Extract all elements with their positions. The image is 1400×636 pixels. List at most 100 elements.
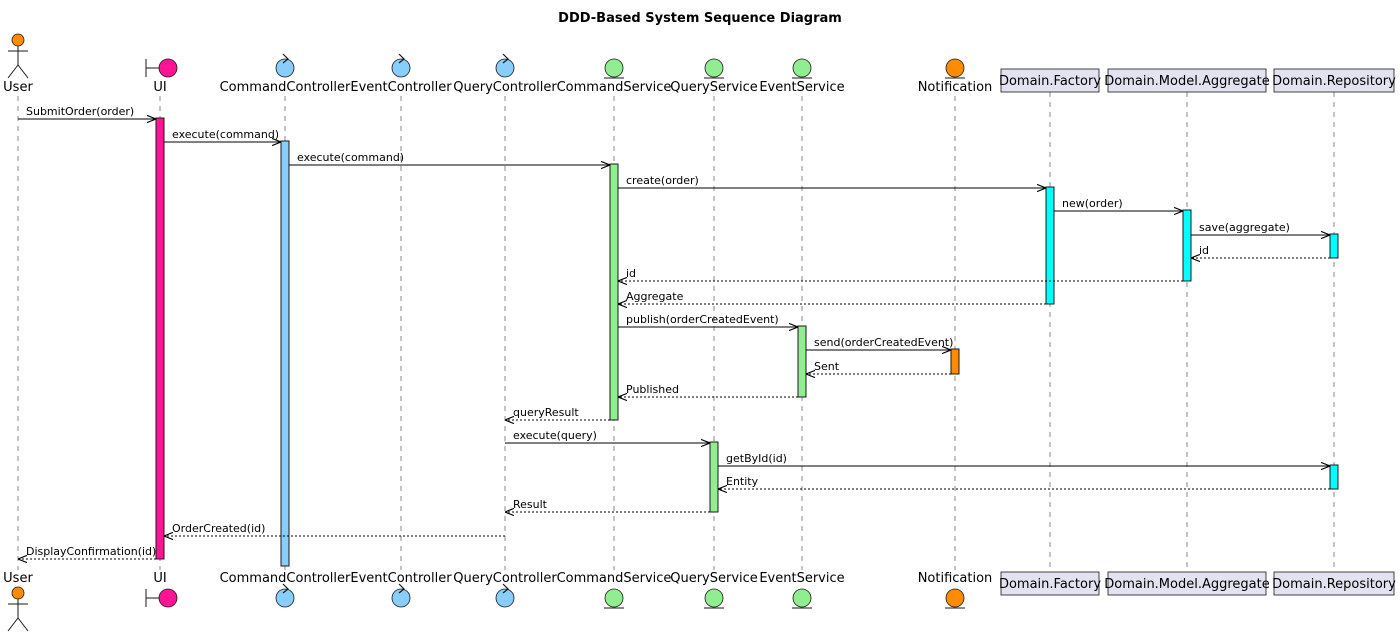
- message-20: DisplayConfirmation(id): [18, 545, 156, 559]
- message-label: SubmitOrder(order): [26, 105, 134, 118]
- participant-box: [1273, 571, 1395, 596]
- participant-label: QueryController: [453, 80, 557, 95]
- participant-box: [1000, 571, 1100, 596]
- message-15: execute(query): [505, 429, 710, 443]
- participant-evtctl: EventController: [350, 571, 452, 608]
- participant-label: CommandController: [220, 571, 351, 586]
- participant-label: Notification: [918, 80, 993, 95]
- participant-label: Domain.Repository: [1272, 577, 1396, 592]
- message-9: Aggregate: [618, 290, 1046, 304]
- participant-ui: UI: [145, 571, 178, 608]
- participant-qryctl: QueryController: [453, 571, 557, 608]
- participant-repo: Domain.Repository: [1272, 571, 1396, 596]
- participant-qrysvc: QueryService: [670, 571, 758, 609]
- entity-icon: [945, 58, 965, 79]
- message-1: SubmitOrder(order): [18, 105, 156, 119]
- message-label: create(order): [626, 174, 699, 187]
- control-icon: [391, 583, 411, 608]
- message-label: Entity: [726, 475, 759, 488]
- participant-aggregate: Domain.Model.Aggregate: [1104, 571, 1270, 596]
- message-label: id: [1199, 244, 1209, 257]
- participant-label: EventService: [759, 80, 844, 95]
- participant-label: EventService: [759, 571, 844, 586]
- participant-notif: Notification: [918, 571, 992, 609]
- control-icon: [275, 583, 295, 608]
- participant-label: User: [3, 80, 33, 95]
- message-label: getById(id): [726, 452, 787, 465]
- participant-user: User: [3, 571, 33, 632]
- message-label: Published: [626, 383, 679, 396]
- participant-qrysvc: QueryService: [670, 58, 758, 95]
- message-16: getById(id): [718, 452, 1330, 466]
- message-5: new(order): [1054, 197, 1183, 211]
- actor-icon: [7, 33, 29, 79]
- participant-label: CommandController: [220, 80, 351, 95]
- messages-layer: SubmitOrder(order) execute(command) execut…: [18, 105, 1330, 559]
- message-label: queryResult: [513, 406, 579, 419]
- control-icon: [275, 53, 295, 78]
- participant-factory: Domain.Factory: [999, 571, 1101, 596]
- participant-repo: Domain.Repository: [1272, 68, 1396, 93]
- message-label: save(aggregate): [1199, 221, 1290, 234]
- participant-cmdctl: CommandController: [220, 571, 351, 608]
- message-label: execute(command): [172, 128, 279, 141]
- participant-factory: Domain.Factory: [999, 68, 1101, 93]
- entity-icon: [792, 588, 812, 609]
- message-13: Published: [618, 383, 798, 397]
- participant-cmdsvc: CommandService: [557, 58, 672, 95]
- participant-label: UI: [153, 80, 166, 95]
- message-label: publish(orderCreatedEvent): [626, 313, 779, 326]
- participant-label: Domain.Model.Aggregate: [1104, 74, 1270, 89]
- participant-box: [1000, 68, 1100, 93]
- control-icon: [495, 583, 515, 608]
- entity-icon: [945, 588, 965, 609]
- activation-cmdctl: [280, 140, 290, 567]
- activation-cmdsvc: [609, 163, 619, 421]
- participant-ui: UI: [145, 58, 178, 95]
- actor-icon: [7, 586, 29, 632]
- participant-evtsvc: EventService: [759, 58, 845, 95]
- participant-user: User: [3, 33, 33, 95]
- participant-label: UI: [153, 571, 166, 586]
- message-6: save(aggregate): [1191, 221, 1330, 235]
- message-label: send(orderCreatedEvent): [814, 336, 953, 349]
- message-12: Sent: [806, 360, 951, 374]
- participant-label: EventController: [350, 571, 452, 586]
- participant-aggregate: Domain.Model.Aggregate: [1104, 68, 1270, 93]
- participant-label: CommandService: [557, 80, 672, 95]
- participant-label: User: [3, 571, 33, 586]
- entity-icon: [704, 58, 724, 79]
- entity-icon: [792, 58, 812, 79]
- participant-box: [1107, 68, 1267, 93]
- participant-cmdsvc: CommandService: [557, 571, 671, 609]
- activation-evtsvc: [797, 325, 807, 398]
- message-label: OrderCreated(id): [172, 522, 265, 535]
- entity-icon: [604, 588, 624, 609]
- entity-icon: [704, 588, 724, 609]
- participant-qryctl: QueryController: [453, 53, 557, 95]
- message-19: OrderCreated(id): [164, 522, 505, 536]
- message-2: execute(command): [164, 128, 281, 142]
- participant-box: [1273, 68, 1395, 93]
- message-3: execute(command): [289, 151, 610, 165]
- participant-label: QueryService: [670, 80, 758, 95]
- control-icon: [391, 53, 411, 78]
- control-icon: [495, 53, 515, 78]
- activation-qrysvc: [709, 441, 719, 513]
- participant-cmdctl: CommandController: [220, 53, 351, 95]
- message-label: execute(command): [297, 151, 404, 164]
- message-7: id: [1191, 244, 1330, 258]
- participant-label: Domain.Factory: [999, 74, 1101, 89]
- participant-label: QueryService: [670, 571, 758, 586]
- message-10: publish(orderCreatedEvent): [618, 313, 798, 327]
- participant-label: QueryController: [453, 571, 557, 586]
- message-label: Result: [513, 498, 548, 511]
- activation-factory: [1045, 186, 1055, 305]
- lifelines-layer: [17, 92, 1335, 573]
- activation-repo: [1329, 233, 1339, 259]
- participant-evtctl: EventController: [350, 53, 452, 95]
- activation-notif: [950, 348, 960, 375]
